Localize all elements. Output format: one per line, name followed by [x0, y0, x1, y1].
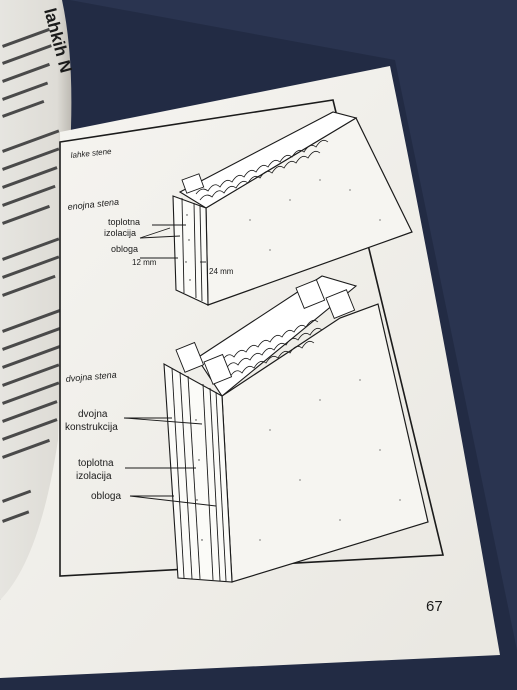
label-dim-24mm: 24 mm: [209, 267, 234, 276]
page-number: 67: [426, 598, 443, 615]
label-toplotna-1: toplotna: [108, 217, 140, 227]
single-wall-illustration: [172, 111, 413, 306]
label-dim-12mm: 12 mm: [132, 258, 157, 267]
leader-lines: [123, 224, 217, 507]
label-obloga-1: obloga: [111, 244, 138, 254]
left-page-text-lines: [1, 27, 62, 523]
label-izolacija-1: izolacija: [104, 228, 136, 238]
illustration-frame: [59, 99, 445, 577]
label-lahke-stene: lahke stene: [70, 147, 112, 160]
label-konstrukcija: konstrukcija: [65, 422, 118, 433]
label-obloga-2: obloga: [91, 491, 121, 502]
left-page: lahkih N: [0, 0, 76, 600]
double-wall-illustration: [163, 275, 429, 583]
label-dvojna: dvojna: [78, 409, 108, 420]
label-toplotna-2: toplotna: [78, 458, 114, 469]
label-izolacija-2: izolacija: [76, 471, 112, 482]
label-dvojna-stena: dvojna stena: [65, 370, 117, 384]
